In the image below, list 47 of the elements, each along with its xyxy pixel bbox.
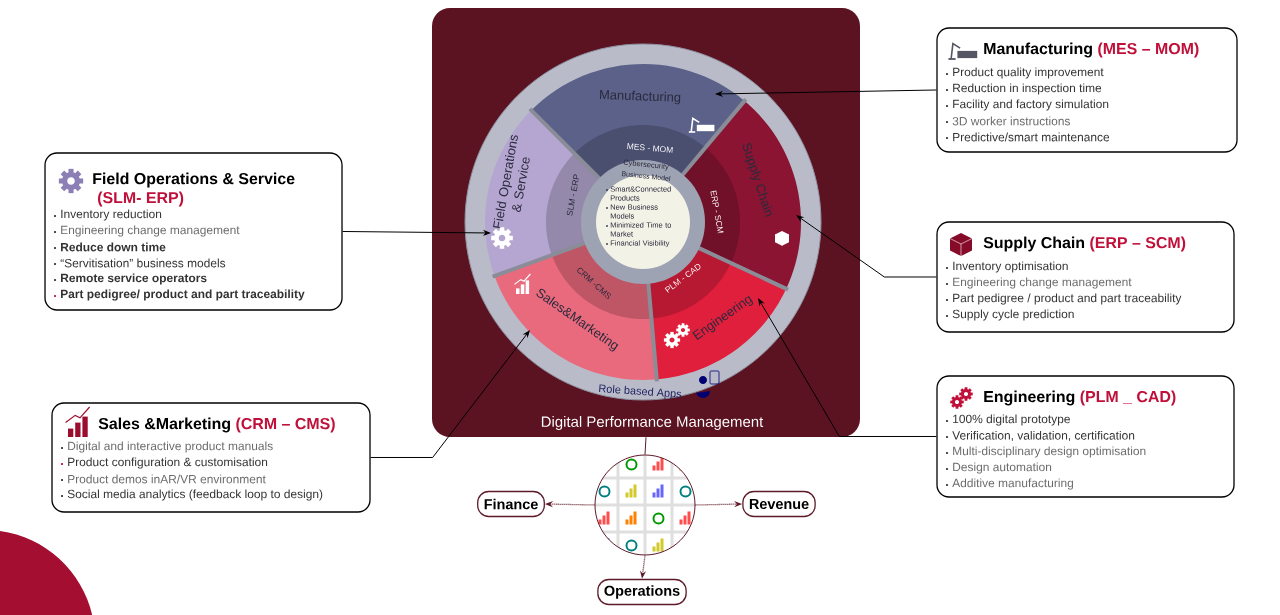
card-heading: Manufacturing xyxy=(984,42,1092,58)
list-item: Digital and interactive product manuals xyxy=(60,441,273,453)
list-item: Multi-disciplinary design optimisation xyxy=(945,446,1146,458)
list-item: Reduce down time xyxy=(53,242,166,252)
arrow xyxy=(715,89,937,97)
list-item: Design automation xyxy=(945,462,1052,474)
list-item: Predictive/smart maintenance xyxy=(945,132,1110,142)
card-heading: Sales &Marketing xyxy=(98,417,230,433)
list-item: “Servitisation” business models xyxy=(53,258,226,268)
card-code: (MES – MOM) xyxy=(1098,42,1199,58)
inner-ring-segment: ERP - SCM xyxy=(681,147,740,263)
list-item: Part pedigree/ product and part traceability xyxy=(53,289,305,301)
list-item: Verification, validation, certification xyxy=(945,430,1135,442)
card-code: (SLM- ERP) xyxy=(98,191,184,207)
card-code: (PLM _ CAD) xyxy=(1080,390,1176,406)
arrow xyxy=(758,298,937,437)
list-item: 100% digital prototype xyxy=(945,414,1070,426)
card-code: (ERP – SCM) xyxy=(1090,236,1186,252)
list-item: Facility and factory simulation xyxy=(945,99,1109,111)
list-item: Product configuration & customisation xyxy=(60,457,268,469)
list-item: 3D worker instructions xyxy=(945,116,1070,126)
card-code: (CRM – CMS) xyxy=(236,417,335,433)
list-item: Inventory reduction xyxy=(53,209,162,221)
arrow xyxy=(342,230,491,236)
ring-label: Role based Apps xyxy=(599,384,682,400)
list-item: Inventory optimisation xyxy=(945,261,1068,273)
card-heading: Supply Chain xyxy=(983,236,1085,252)
list-item: Engineering change management xyxy=(53,225,240,237)
list-item: Additive manufacturing xyxy=(945,478,1073,490)
card-heading: Field Operations & Service xyxy=(93,172,295,188)
dashboard-drawing xyxy=(594,454,696,556)
connector-line xyxy=(644,436,647,455)
list-item: Product demos inAR/VR environment xyxy=(60,474,266,484)
list-item: Supply cycle prediction xyxy=(945,309,1074,321)
list-item: Reduction in inspection time xyxy=(945,83,1102,95)
category-pill: Revenue xyxy=(742,490,816,518)
arrow xyxy=(796,215,937,278)
list-item: Product quality improvement xyxy=(945,67,1104,79)
list-item: Social media analytics (feedback loop to design) xyxy=(60,489,323,501)
card-heading: Engineering xyxy=(984,390,1075,406)
category-pill: Operations xyxy=(597,578,687,606)
inner-ring-segment: SLM - ERP xyxy=(546,153,601,256)
list-item: Engineering change management xyxy=(945,277,1132,289)
category-pill: Finance xyxy=(477,490,545,518)
list-item: Part pedigree / product and part traceability xyxy=(945,293,1182,305)
list-item: Remote service operators xyxy=(53,273,207,285)
arrow xyxy=(370,330,530,458)
